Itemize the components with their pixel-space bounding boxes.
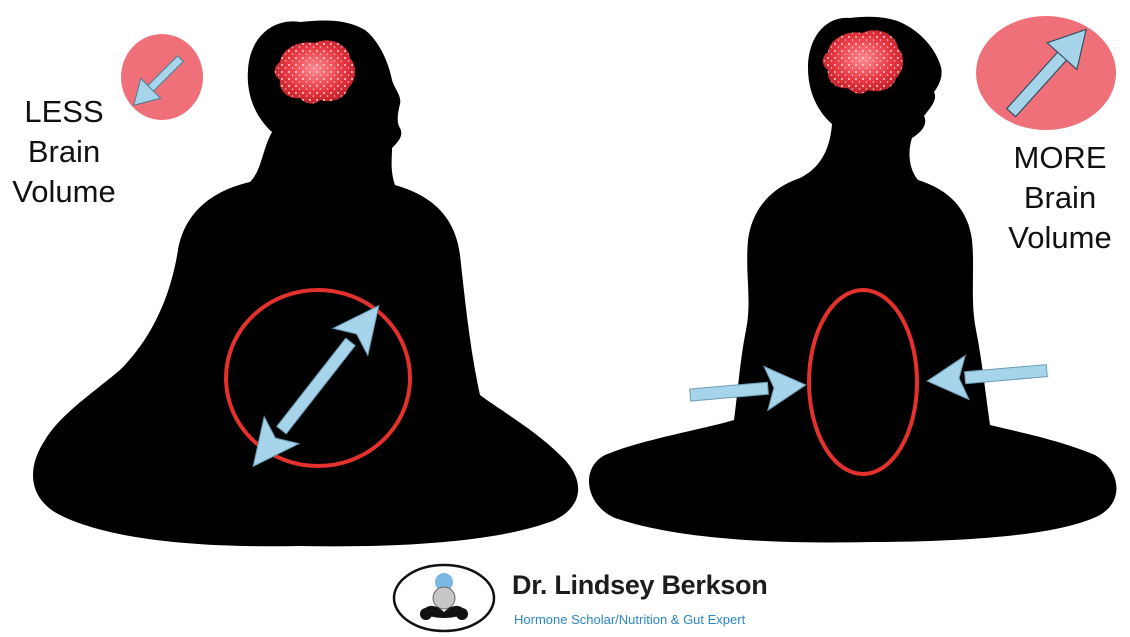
brand-logo: Dr. Lindsey Berkson Hormone Scholar/Nutr…	[392, 562, 792, 634]
more-indicator-badge	[976, 16, 1116, 130]
logo-name: Dr. Lindsey Berkson	[512, 570, 767, 601]
diagram-scene	[0, 0, 1130, 560]
less-indicator-badge	[121, 34, 203, 120]
less-label-line-2: Brain	[4, 132, 124, 172]
more-label-line-3: Volume	[1000, 218, 1120, 258]
more-brain-volume-label: MORE Brain Volume	[1000, 138, 1120, 258]
right-figure	[589, 16, 1116, 542]
more-label-line-2: Brain	[1000, 178, 1120, 218]
logo-emblem-icon	[392, 562, 502, 634]
less-label-line-1: LESS	[4, 92, 124, 132]
less-brain-volume-label: LESS Brain Volume	[4, 92, 124, 212]
less-label-line-3: Volume	[4, 172, 124, 212]
more-label-line-1: MORE	[1000, 138, 1120, 178]
logo-tagline: Hormone Scholar/Nutrition & Gut Expert	[514, 612, 745, 627]
